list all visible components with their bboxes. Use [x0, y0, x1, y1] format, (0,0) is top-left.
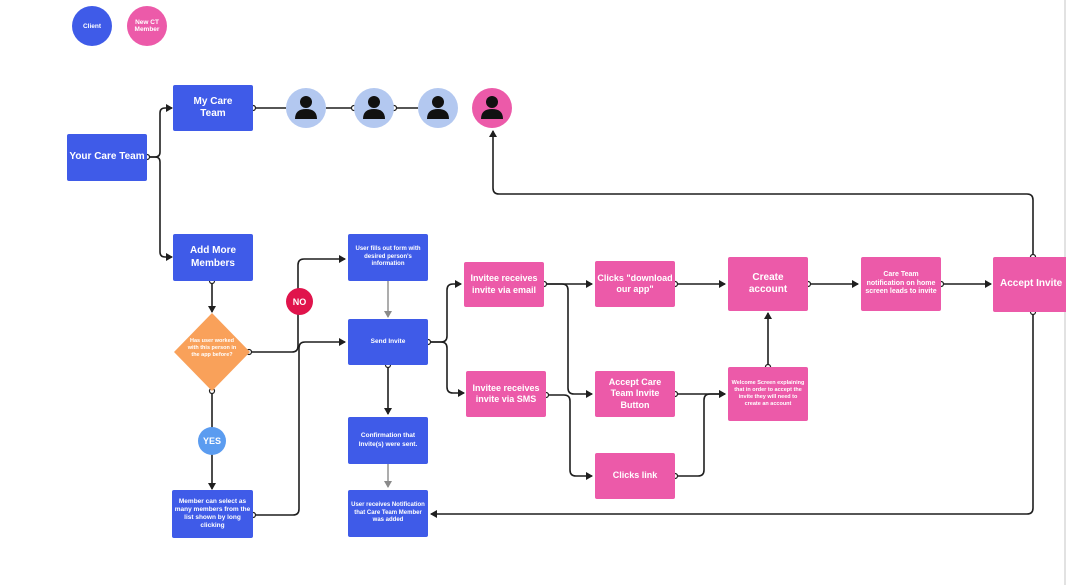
node-clicks-link[interactable]: Clicks link: [595, 453, 675, 499]
edge-link-welcome: [675, 390, 726, 477]
legend-new-ct-member-label: New CT Member: [134, 19, 160, 33]
yes-badge: YES: [198, 427, 226, 455]
person-icon: [295, 96, 317, 119]
node-member-select[interactable]: Member can select as many members from t…: [172, 490, 253, 538]
person-icon: [427, 96, 449, 119]
avatar-member-1[interactable]: [286, 88, 326, 128]
node-confirmation-label: Confirmation that Invite(s) were sent.: [358, 432, 418, 448]
node-clicks-download[interactable]: Clicks "download our app": [595, 261, 675, 307]
node-invitee-email[interactable]: Invitee receives invite via email: [464, 262, 544, 307]
avatar-member-3[interactable]: [418, 88, 458, 128]
edge-send-sms: [428, 341, 465, 397]
decision-label: Has user worked with this person in the …: [184, 338, 240, 359]
no-badge: NO: [286, 288, 313, 315]
legend-new-ct-member: New CT Member: [127, 6, 167, 46]
node-care-team-notification[interactable]: Care Team notification on home screen le…: [861, 257, 941, 311]
edge-send-email: [428, 280, 462, 343]
node-my-care-team-label: My Care Team: [193, 95, 233, 120]
node-clicks-download-label: Clicks "download our app": [597, 272, 673, 294]
node-user-fills-form-label: User fills out form with desired person'…: [355, 246, 421, 268]
node-welcome-screen-label: Welcome Screen explaining that in order …: [731, 380, 805, 407]
node-user-receives[interactable]: User receives Notification that Care Tea…: [348, 490, 428, 537]
edge-sms-link: [546, 394, 593, 480]
node-confirmation[interactable]: Confirmation that Invite(s) were sent.: [348, 417, 428, 464]
node-invitee-sms[interactable]: Invitee receives invite via SMS: [466, 371, 546, 417]
legend-client-label: Client: [82, 22, 102, 30]
edge-email-accept: [544, 283, 593, 398]
node-accept-invite-label: Accept Invite: [1000, 278, 1063, 290]
node-your-care-team-label: Your Care Team: [69, 151, 145, 163]
node-your-care-team[interactable]: Your Care Team: [67, 134, 147, 181]
node-welcome-screen[interactable]: Welcome Screen explaining that in order …: [728, 367, 808, 421]
edge-accept-receives: [430, 312, 1034, 518]
edge-select-send: [253, 338, 346, 516]
node-user-fills-form[interactable]: User fills out form with desired person'…: [348, 234, 428, 281]
person-icon: [363, 96, 385, 119]
node-member-select-label: Member can select as many members from t…: [174, 497, 251, 530]
node-create-account[interactable]: Create account: [728, 257, 808, 311]
avatar-member-2[interactable]: [354, 88, 394, 128]
edge-yct-add: [147, 156, 173, 261]
legend-client: Client: [72, 6, 112, 46]
node-add-more-members[interactable]: Add More Members: [173, 234, 253, 281]
node-send-invite[interactable]: Send Invite: [348, 319, 428, 365]
person-icon: [481, 96, 503, 119]
node-accept-care-team[interactable]: Accept Care Team Invite Button: [595, 371, 675, 417]
node-add-more-members-label: Add More Members: [189, 245, 237, 269]
node-invitee-email-label: Invitee receives invite via email: [470, 273, 538, 295]
avatar-new-member[interactable]: [472, 88, 512, 128]
decision-label-text: Has user worked with this person in the …: [187, 338, 237, 359]
node-accept-care-team-label: Accept Care Team Invite Button: [608, 377, 662, 410]
node-invitee-sms-label: Invitee receives invite via SMS: [472, 382, 540, 404]
node-send-invite-label: Send Invite: [370, 337, 406, 345]
node-clicks-link-label: Clicks link: [612, 470, 658, 481]
node-care-team-notification-label: Care Team notification on home screen le…: [865, 270, 937, 296]
node-my-care-team[interactable]: My Care Team: [173, 85, 253, 131]
edge-accept-avatar: [489, 130, 1034, 257]
decision-diamond: [174, 313, 250, 391]
edge-yct-mct: [147, 104, 173, 158]
node-accept-invite[interactable]: Accept Invite: [993, 257, 1066, 312]
node-user-receives-label: User receives Notification that Care Tea…: [351, 502, 425, 524]
yes-badge-label: YES: [202, 436, 221, 446]
no-badge-label: NO: [292, 296, 307, 307]
node-create-account-label: Create account: [748, 271, 788, 296]
